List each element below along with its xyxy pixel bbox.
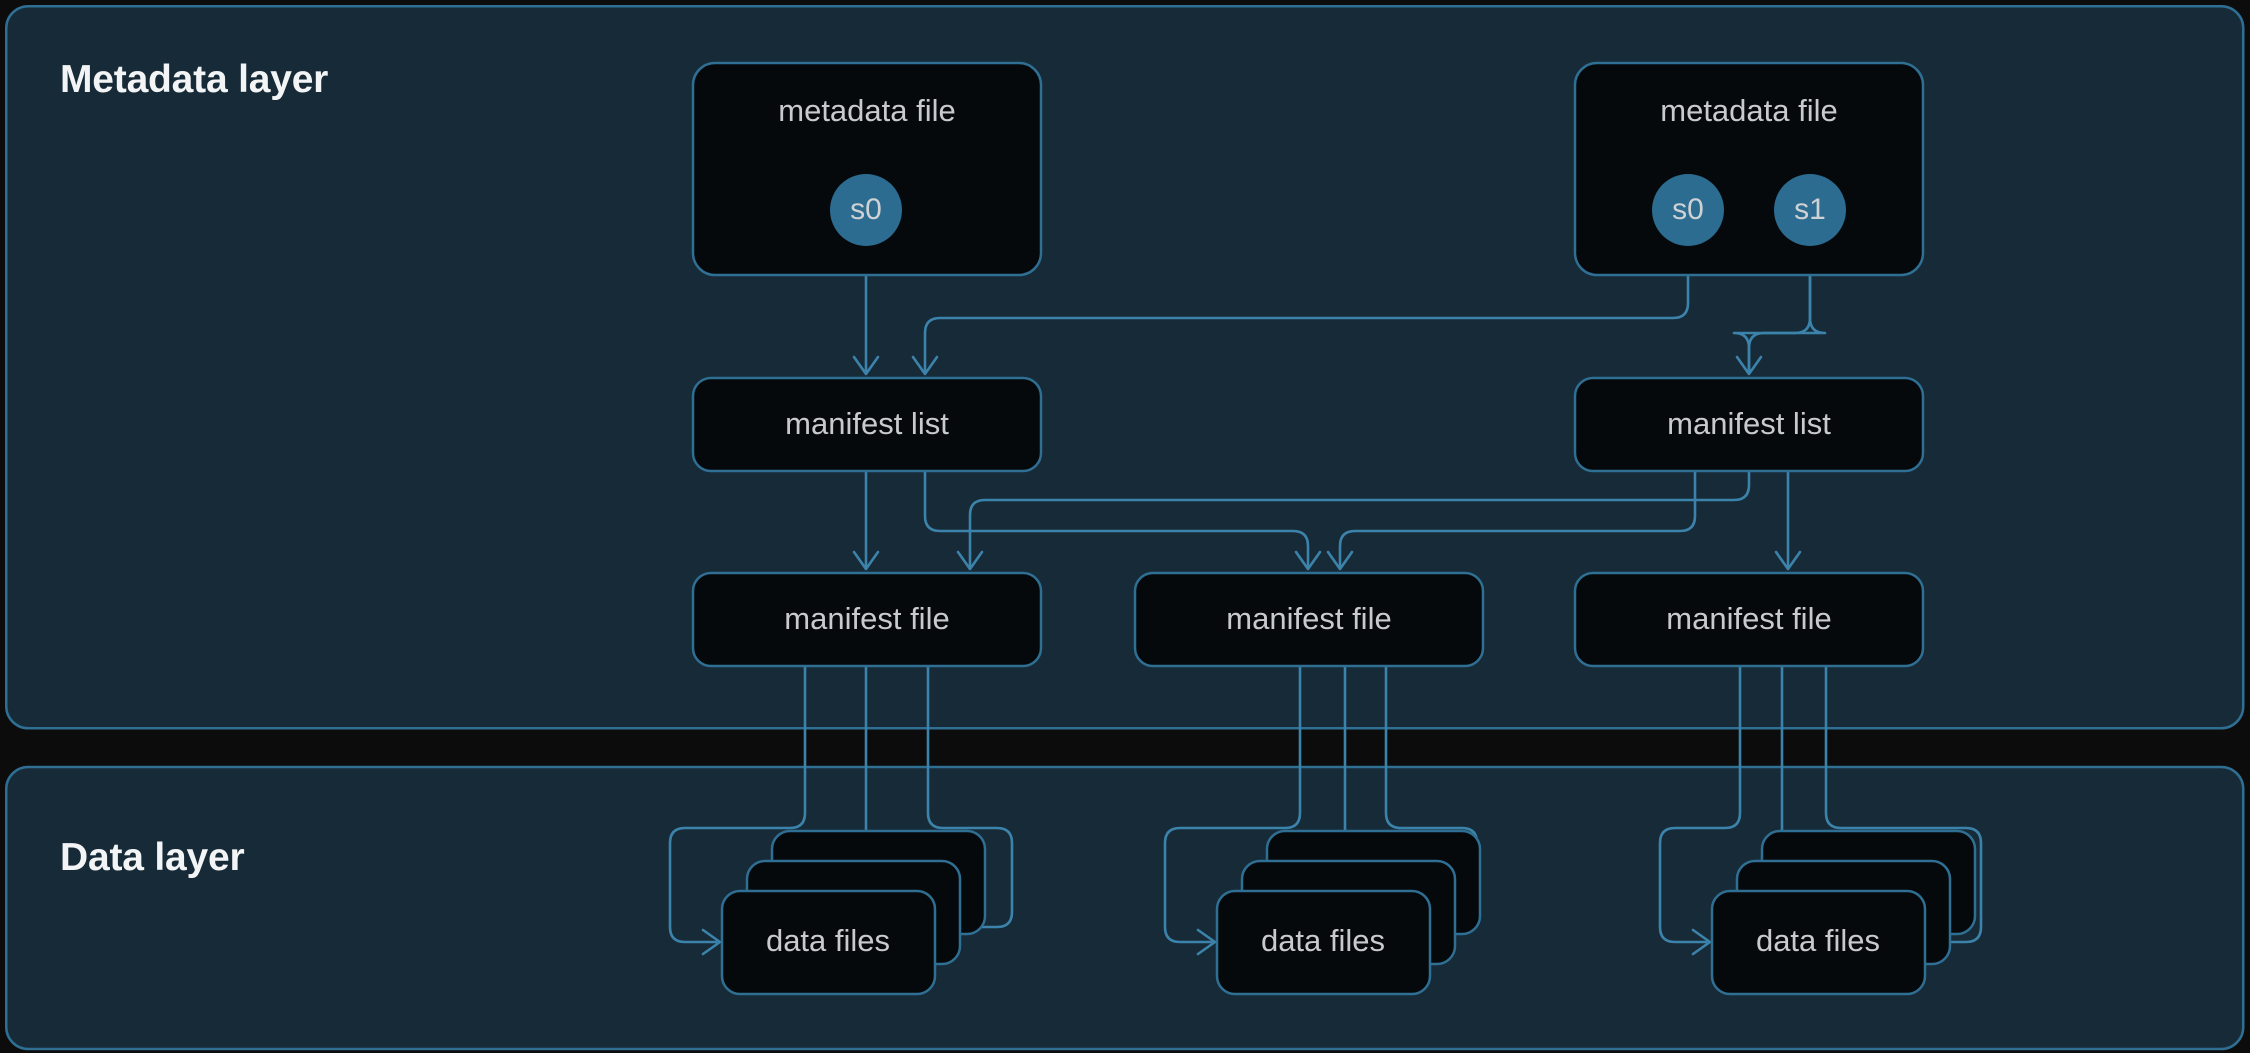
manifest-file-middle-rect[interactable] [1133, 571, 1485, 668]
manifest-file-right[interactable]: manifest file [1573, 571, 1925, 668]
snapshot-label-s0: s0 [1672, 193, 1704, 226]
metadata-file-left[interactable]: metadata file s0 [691, 61, 1043, 277]
snapshot-label-s0: s0 [850, 193, 882, 226]
manifest-file-left-label: manifest file [784, 601, 949, 636]
data-files-right-stack-front[interactable] [1710, 889, 1927, 996]
manifest-list-left-rect[interactable] [691, 376, 1043, 473]
data-files-left-stack-front[interactable] [720, 889, 937, 996]
metadata-file-left-rect[interactable] [691, 61, 1043, 277]
manifest-file-left-rect[interactable] [691, 571, 1043, 668]
snapshot-marker-s0[interactable]: s0 [1652, 174, 1724, 246]
manifest-list-left[interactable]: manifest list [691, 376, 1043, 473]
edge-group-manifest-list-to-manifest-file [852, 469, 1802, 571]
snapshot-circle-s1[interactable] [1774, 174, 1846, 246]
data-files-left-label: data files [766, 923, 890, 958]
edge-manifestlist-left-to-manifestfile-middle [923, 469, 1322, 571]
manifest-list-right-rect[interactable] [1573, 376, 1925, 473]
metadata-file-right-label: metadata file [1660, 93, 1838, 128]
data-files-right-label: data files [1756, 923, 1880, 958]
data-files-middle[interactable]: data files [1215, 829, 1482, 996]
metadata-layer-title: Metadata layer [60, 58, 328, 101]
manifest-file-left[interactable]: manifest file [691, 571, 1043, 668]
edge-manifestfile-right-to-datafiles-right-a [1658, 664, 1742, 956]
snapshot-circle-s0[interactable] [1652, 174, 1724, 246]
snapshot-marker-s1[interactable]: s1 [1774, 174, 1846, 246]
edge-manifestlist-right-to-manifestfile-left [956, 469, 1751, 571]
edge-s0right-to-manifestlist-left [911, 244, 1690, 376]
edge-manifestlist-left-to-manifestfile-left [852, 469, 880, 571]
data-files-middle-label: data files [1261, 923, 1385, 958]
data-layer-panel: Data layer [5, 765, 2245, 1051]
manifest-file-right-label: manifest file [1666, 601, 1831, 636]
metadata-file-left-label: metadata file [778, 93, 956, 128]
data-files-right[interactable]: data files [1710, 829, 1977, 996]
manifest-file-middle-label: manifest file [1226, 601, 1391, 636]
snapshot-circle-s0[interactable] [830, 174, 902, 246]
edge-manifestlist-right-to-manifestfile-middle [1326, 469, 1697, 571]
manifest-file-right-rect[interactable] [1573, 571, 1925, 668]
edge-manifestfile-middle-to-datafiles-middle-a [1163, 664, 1302, 956]
data-files-left[interactable]: data files [720, 829, 987, 996]
snapshot-label-s1: s1 [1794, 193, 1826, 226]
edge-manifestfile-left-to-datafiles-left-a [668, 664, 807, 956]
data-layer-title: Data layer [60, 836, 244, 879]
manifest-file-middle[interactable]: manifest file [1133, 571, 1485, 668]
edge-s1right-to-manifestlist-right [1732, 244, 1827, 376]
manifest-list-right-label: manifest list [1667, 406, 1831, 441]
edge-group-metadata-to-manifest-list [852, 244, 1827, 376]
data-layer-panel-rect [5, 765, 2245, 1051]
metadata-file-right[interactable]: metadata file s0 s1 [1573, 61, 1925, 277]
manifest-list-right[interactable]: manifest list [1573, 376, 1925, 473]
data-files-middle-stack-front[interactable] [1215, 889, 1432, 996]
edge-manifestlist-right-to-manifestfile-right [1774, 469, 1802, 571]
snapshot-marker-s0[interactable]: s0 [830, 174, 902, 246]
manifest-list-left-label: manifest list [785, 406, 949, 441]
